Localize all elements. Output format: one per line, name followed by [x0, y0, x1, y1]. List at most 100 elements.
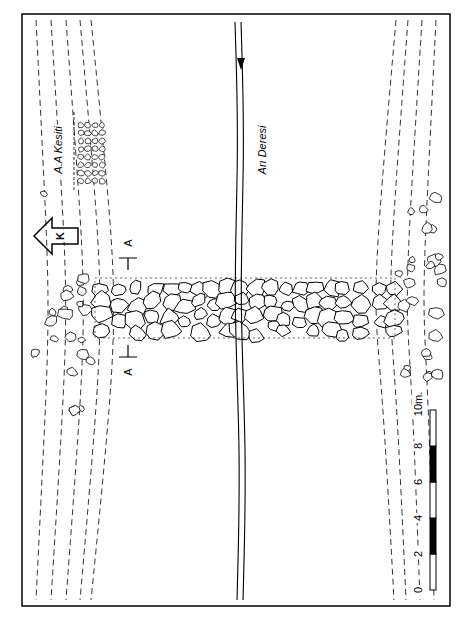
scale-number: 8 — [412, 441, 425, 451]
stone — [406, 297, 419, 306]
wall-stones — [31, 191, 446, 416]
stone — [77, 170, 84, 176]
stream-line — [235, 22, 245, 600]
stone — [334, 311, 355, 324]
stone — [84, 146, 91, 152]
stone — [130, 280, 141, 294]
stone — [69, 406, 80, 415]
stone — [99, 130, 105, 135]
stone — [79, 147, 85, 152]
stone — [192, 293, 205, 306]
scale-number: 0 — [412, 585, 425, 595]
contour-lines — [36, 20, 436, 600]
stone — [110, 298, 129, 313]
scale-segment — [430, 482, 436, 518]
contour-line — [36, 20, 48, 600]
stone — [372, 283, 386, 296]
section-marks — [74, 112, 137, 357]
stone — [436, 253, 444, 260]
stone — [78, 130, 84, 136]
stone — [31, 349, 39, 357]
stone — [98, 154, 105, 160]
stone — [249, 329, 264, 343]
stone — [395, 271, 403, 277]
stone — [69, 405, 80, 415]
section-marker: A — [122, 237, 135, 248]
stone — [99, 138, 106, 144]
stone — [92, 123, 98, 128]
stone — [353, 315, 369, 327]
stone — [336, 329, 348, 341]
stone — [78, 274, 89, 284]
stone — [99, 178, 105, 184]
stone — [111, 284, 126, 296]
stone — [45, 316, 57, 326]
stone — [431, 369, 443, 379]
stone — [92, 154, 99, 159]
stone — [276, 325, 291, 337]
stone — [92, 138, 97, 143]
section-sketch — [74, 112, 106, 190]
stone — [428, 308, 444, 319]
stone — [99, 171, 106, 176]
scale-number: 4 — [412, 513, 425, 523]
stream-name: Arı Deresi — [256, 124, 269, 177]
stone — [85, 170, 92, 176]
stone — [279, 282, 292, 296]
stone — [408, 207, 415, 214]
stone — [40, 191, 47, 196]
stone — [407, 264, 415, 272]
stone — [99, 162, 105, 168]
stone — [276, 312, 289, 326]
scale-segment — [430, 446, 436, 482]
scale-segment — [430, 410, 436, 446]
scale-number: 2 — [412, 549, 425, 559]
stone — [292, 317, 306, 327]
stone — [92, 178, 98, 183]
north-letter: K — [54, 230, 67, 242]
stone — [423, 373, 432, 382]
stone — [79, 138, 84, 144]
stone — [65, 332, 76, 342]
stone — [429, 330, 443, 342]
stream-bank — [235, 22, 239, 600]
stone — [335, 296, 352, 309]
stone — [386, 325, 403, 336]
stone — [77, 301, 83, 307]
scale-number: 10m. — [412, 390, 425, 418]
stone — [207, 314, 221, 328]
frame — [22, 14, 450, 606]
stone — [84, 131, 91, 136]
section-marker: A — [122, 366, 135, 377]
stone — [78, 337, 86, 342]
stone — [419, 205, 428, 213]
section-tick — [119, 345, 137, 357]
stone — [92, 130, 98, 136]
stone — [384, 310, 405, 327]
north-arrow — [34, 218, 78, 254]
stone — [426, 261, 435, 269]
stone — [85, 178, 91, 184]
stone — [351, 294, 371, 313]
stone — [78, 122, 84, 128]
flow-arrow — [237, 58, 245, 70]
stone — [409, 256, 415, 262]
stone — [112, 314, 126, 328]
stone — [404, 365, 411, 371]
stone — [85, 123, 91, 128]
stone — [99, 122, 104, 128]
stone — [92, 146, 98, 151]
stone — [78, 155, 84, 160]
stone — [178, 316, 191, 327]
stone — [429, 192, 442, 202]
stone — [78, 162, 84, 168]
stone — [61, 290, 74, 301]
scale-segment — [430, 554, 436, 590]
scale-segment — [430, 518, 436, 554]
stone — [264, 295, 277, 307]
stone — [85, 138, 91, 144]
stone — [335, 281, 349, 294]
north-arrow-outline — [34, 218, 78, 254]
